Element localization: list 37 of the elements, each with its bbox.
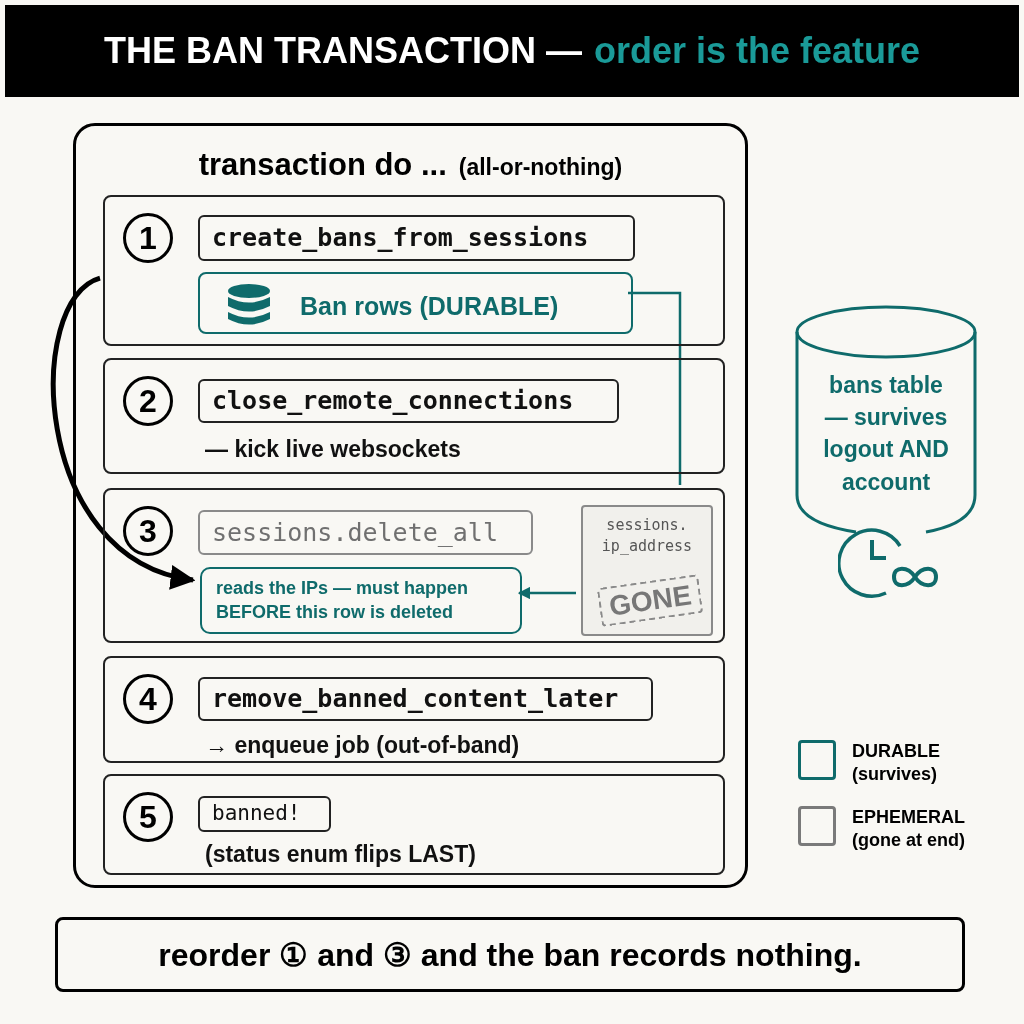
frame-heading: transaction do ... [198, 146, 447, 184]
method-call-box: banned! [198, 796, 331, 832]
title-subtitle: order is the feature [593, 29, 921, 73]
box-label: Ban rows (DURABLE) [300, 292, 559, 320]
step-box [103, 195, 725, 346]
durable-rows-box [198, 272, 633, 334]
transaction-frame [73, 123, 748, 888]
column-name: sessions. ip_address [600, 515, 694, 557]
step-box [103, 656, 725, 763]
frame-subheading: (all-or-nothing) [458, 153, 623, 182]
step-note: (status enum flips LAST) [205, 841, 476, 867]
ephemeral-column-box [581, 505, 713, 636]
step-number: 4 [123, 674, 173, 724]
arrow [517, 586, 576, 600]
step-note: → enqueue job (out-of-band) [205, 732, 520, 758]
takeaway-text: reorder ① and ③ and the ban records nothing. [158, 935, 862, 975]
note-box: reads the IPs — must happen BEFORE this row is deleted [200, 567, 522, 634]
legend-text: DURABLE (survives) [852, 740, 941, 787]
step-number: 2 [123, 376, 173, 426]
method-call-box: remove_banned_content_later [198, 677, 653, 721]
arrow [51, 275, 196, 587]
step-box [103, 774, 725, 875]
cylinder-label: bans table — survives logout AND account [822, 371, 950, 497]
step-note: — kick live websockets [205, 436, 461, 462]
takeaway-box [55, 917, 965, 992]
step-box [103, 488, 725, 643]
legend-text: EPHEMERAL (gone at end) [852, 806, 966, 853]
method-call-box: create_bans_from_sessions [198, 215, 635, 261]
step-number: 3 [123, 506, 173, 556]
database-cylinder [795, 305, 977, 535]
gone-stamp: GONE [596, 574, 704, 627]
step-box [103, 358, 725, 474]
title: THE BAN TRANSACTION — [103, 29, 582, 73]
step-number: 5 [123, 792, 173, 842]
step-number: 1 [123, 213, 173, 263]
method-call-box: sessions.delete_all [198, 510, 533, 555]
method-call-box: close_remote_connections [198, 379, 619, 423]
